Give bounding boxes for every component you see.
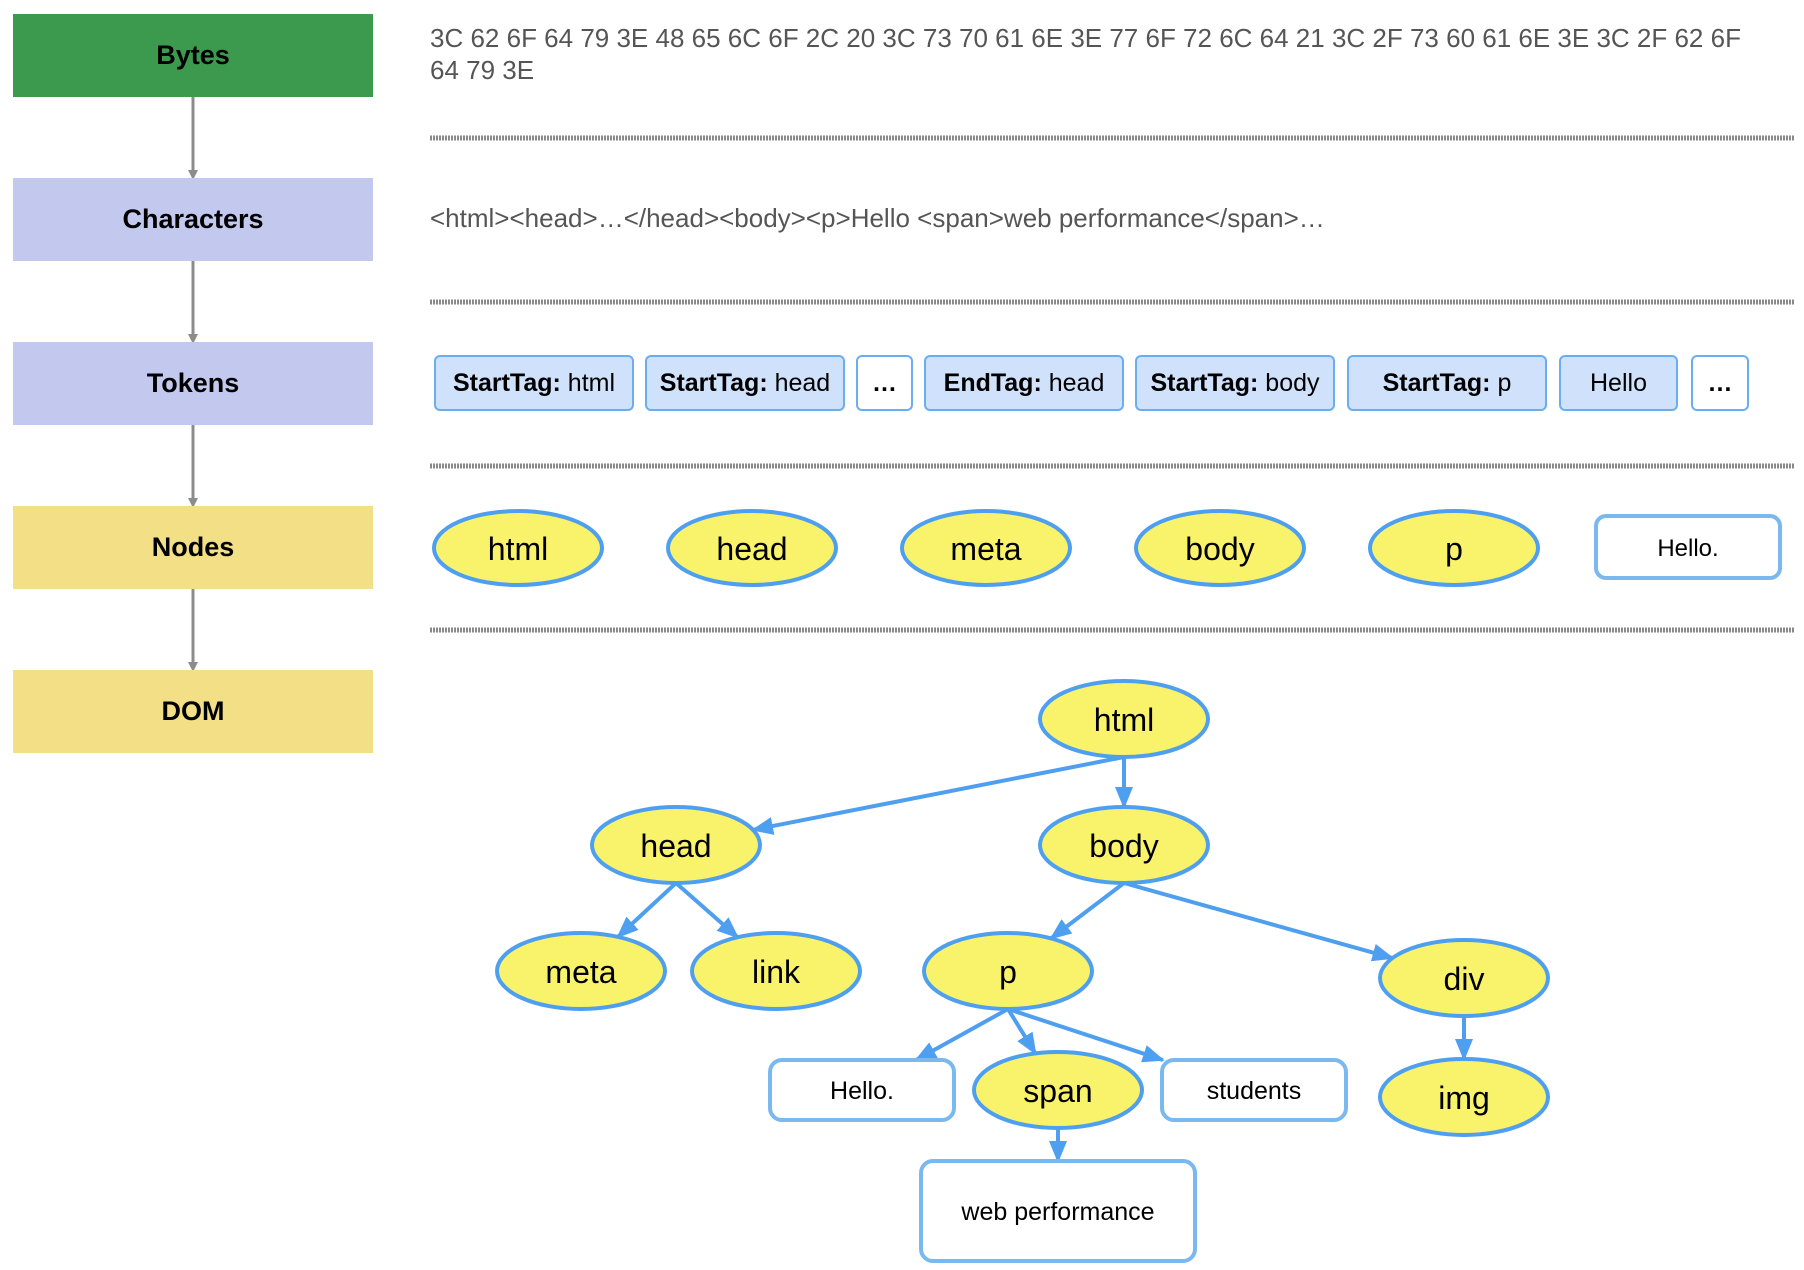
stage-label: Characters bbox=[122, 204, 264, 234]
token-starttag-p: StartTag: p bbox=[1347, 355, 1547, 411]
dom-node-body bbox=[1038, 805, 1210, 885]
dom-node-label: students bbox=[1207, 1077, 1302, 1105]
token-name: body bbox=[1265, 368, 1320, 397]
dom-node-label: html bbox=[1094, 702, 1154, 738]
dom-node-label: div bbox=[1444, 961, 1485, 997]
dom-node-students bbox=[1160, 1058, 1348, 1122]
node-ellipse bbox=[900, 509, 1072, 587]
node-ellipse bbox=[1134, 509, 1306, 587]
token-text-hello: Hello bbox=[1559, 355, 1678, 411]
stage-label: Tokens bbox=[146, 368, 240, 398]
token-name: head bbox=[774, 368, 831, 397]
dom-edge bbox=[751, 755, 1125, 835]
dom-node-label: link bbox=[752, 954, 801, 990]
stage-nodes: Nodes bbox=[13, 506, 373, 589]
token-starttag-head: StartTag: head bbox=[645, 355, 845, 411]
dom-node-label: Hello. bbox=[830, 1077, 894, 1105]
token-kind: StartTag: bbox=[1382, 368, 1491, 397]
characters-text: <html><head>…</head><body><p>Hello <span… bbox=[430, 203, 1325, 233]
token-kind: EndTag: bbox=[943, 368, 1042, 397]
dom-node-p bbox=[922, 931, 1094, 1011]
node-ellipse bbox=[1368, 509, 1540, 587]
node-label: meta bbox=[950, 531, 1021, 567]
dom-node-head bbox=[590, 805, 762, 885]
node-text-box bbox=[1594, 514, 1782, 580]
token-name: html bbox=[567, 368, 616, 397]
node-label: html bbox=[488, 531, 548, 567]
dom-edge bbox=[1007, 1007, 1165, 1063]
token-kind: StartTag: bbox=[1150, 368, 1259, 397]
node-label: head bbox=[716, 531, 787, 567]
stage-label: Nodes bbox=[151, 532, 235, 562]
dom-node-div bbox=[1378, 938, 1550, 1018]
stage-tokens: Tokens bbox=[13, 342, 373, 425]
node-ellipse bbox=[432, 509, 604, 587]
token-ellipsis: … bbox=[1691, 355, 1749, 411]
dom-edge bbox=[1006, 1007, 1038, 1056]
token-endtag-head: EndTag: head bbox=[924, 355, 1124, 411]
dom-node-label: body bbox=[1089, 828, 1158, 864]
node-label: body bbox=[1185, 531, 1254, 567]
token-name: p bbox=[1497, 368, 1512, 397]
token-ellipsis: … bbox=[856, 355, 913, 411]
stage-label: DOM bbox=[161, 696, 225, 726]
dom-node-label: img bbox=[1438, 1080, 1490, 1116]
separators bbox=[430, 135, 1794, 633]
dom-edge bbox=[1123, 881, 1395, 962]
stage-dom: DOM bbox=[13, 670, 373, 753]
dom-node-hello bbox=[768, 1058, 956, 1122]
dom-edge bbox=[1049, 881, 1126, 940]
stage-label: Bytes bbox=[156, 40, 230, 70]
dom-node-html bbox=[1038, 679, 1210, 759]
dom-node-span bbox=[972, 1050, 1144, 1130]
dom-node-label: web performance bbox=[960, 1198, 1154, 1226]
dom-node-label: p bbox=[999, 954, 1017, 990]
bytes-hex-text: 3C 62 6F 64 79 3E 48 65 6C 6F 2C 20 3C 7… bbox=[430, 23, 1741, 85]
token-name: head bbox=[1048, 368, 1105, 397]
dom-edges bbox=[616, 755, 1473, 1163]
node-label: p bbox=[1445, 531, 1463, 567]
dom-edge bbox=[616, 881, 678, 939]
dom-node-label: meta bbox=[545, 954, 616, 990]
token-kind: StartTag: bbox=[659, 368, 768, 397]
dom-node-img bbox=[1378, 1057, 1550, 1137]
token-starttag-body: StartTag: body bbox=[1135, 355, 1335, 411]
dom-node-label: span bbox=[1023, 1073, 1092, 1109]
dom-edge bbox=[914, 1007, 1009, 1062]
stage-bytes: Bytes bbox=[13, 14, 373, 97]
dom-node-label: head bbox=[640, 828, 711, 864]
node-row: html head meta body p Hello. bbox=[432, 509, 1782, 587]
dom-node-webperf bbox=[919, 1159, 1197, 1263]
stage-characters: Characters bbox=[13, 178, 373, 261]
dom-node-meta bbox=[495, 931, 667, 1011]
node-label: Hello. bbox=[1657, 535, 1718, 562]
dom-edge bbox=[674, 881, 740, 939]
token-name: Hello bbox=[1590, 368, 1647, 397]
dom-node-link bbox=[690, 931, 862, 1011]
token-kind: StartTag: bbox=[452, 368, 561, 397]
token-starttag-html: StartTag: html bbox=[434, 355, 634, 411]
token-name: … bbox=[872, 368, 897, 397]
token-name: … bbox=[1707, 368, 1733, 397]
node-ellipse bbox=[666, 509, 838, 587]
